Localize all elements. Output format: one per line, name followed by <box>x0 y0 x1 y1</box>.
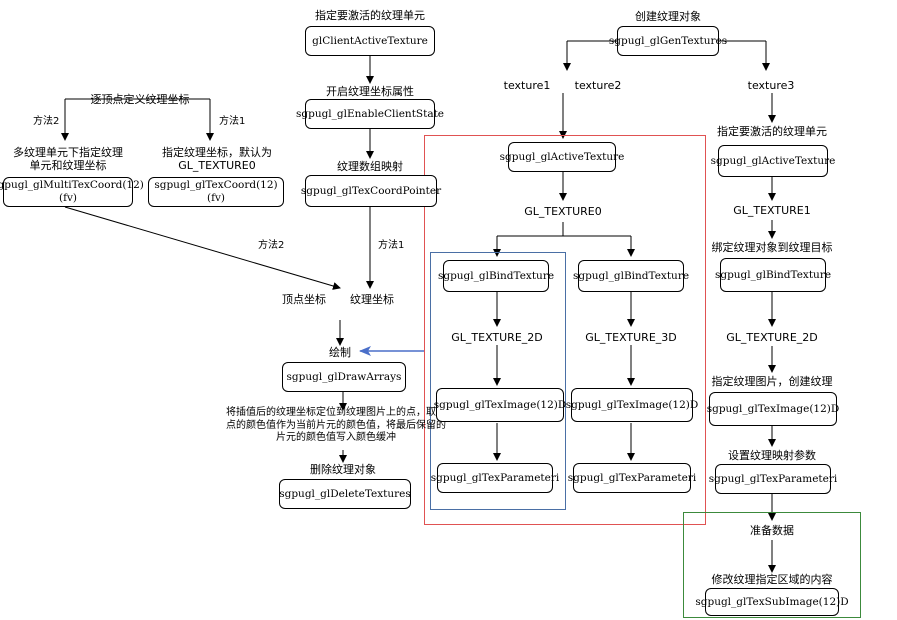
texcoord-box[interactable]: sgpugl_glTexCoord(12)(fv) <box>148 177 284 207</box>
multi-texcoord-box[interactable]: sgpugl_glMultiTexCoord(12)(fv) <box>0 177 144 207</box>
interpolation-note: 将插值后的纹理坐标定位到纹理图片上的点，取该点的颜色值作为当前片元的颜色值，将最… <box>226 407 446 443</box>
method2-arrow-label: 方法2 <box>258 240 285 251</box>
left-method2-label: 方法2 <box>33 116 60 127</box>
tex-parameter-box-a[interactable]: sgpugl_glTexParameteri <box>431 463 559 493</box>
left-title-label: 逐顶点定义纹理坐标 <box>90 93 190 106</box>
texcoord-label: 指定纹理坐标，默认为GL_TEXTURE0 <box>162 146 272 173</box>
gl-texture1-label: GL_TEXTURE1 <box>733 204 811 217</box>
gl-texture-3d-label: GL_TEXTURE_3D <box>585 331 677 344</box>
modify-region-label: 修改纹理指定区域的内容 <box>711 573 833 586</box>
tex-parameter-box-b[interactable]: sgpugl_glTexParameteri <box>568 463 696 493</box>
gl-texture-2d-label: GL_TEXTURE_2D <box>451 331 543 344</box>
tex-image-box-b[interactable]: sgpugl_glTexImage(12)D <box>566 388 698 422</box>
t3-gl-texture-2d-label: GL_TEXTURE_2D <box>726 331 818 344</box>
client-active-label: 指定要激活的纹理单元 <box>315 9 425 22</box>
draw-label: 绘制 <box>329 346 351 359</box>
t3-image-label: 指定纹理图片，创建纹理 <box>711 375 833 388</box>
create-texture-label: 创建纹理对象 <box>635 10 701 23</box>
delete-textures-label: 删除纹理对象 <box>310 463 376 476</box>
texcoord-pointer-box[interactable]: sgpugl_glTexCoordPointer <box>301 175 441 207</box>
draw-arrays-box[interactable]: sgpugl_glDrawArrays <box>282 362 406 392</box>
multi-texcoord-label: 多纹理单元下指定纹理单元和纹理坐标 <box>13 146 123 173</box>
method1-arrow-label: 方法1 <box>378 240 405 251</box>
bind-texture-box-b[interactable]: sgpugl_glBindTexture <box>573 260 689 292</box>
left-method1-label: 方法1 <box>219 116 246 127</box>
t3-bind-label: 绑定纹理对象到纹理目标 <box>711 241 833 254</box>
delete-textures-box[interactable]: sgpugl_glDeleteTextures <box>279 479 411 509</box>
texture1-label: texture1 <box>503 79 551 92</box>
t3-param-label: 设置纹理映射参数 <box>728 449 816 462</box>
tex-array-map-label: 纹理数组映射 <box>337 160 403 173</box>
tex-image-box-a[interactable]: sgpugl_glTexImage(12)D <box>434 388 566 422</box>
enable-client-state-box[interactable]: sgpugl_glEnableClientState <box>296 99 444 129</box>
t3-tex-image-box[interactable]: sgpugl_glTexImage(12)D <box>707 392 839 426</box>
t3-active-label: 指定要激活的纹理单元 <box>717 125 827 138</box>
enable-client-label: 开启纹理坐标属性 <box>326 85 414 98</box>
tex-coord-label: 纹理坐标 <box>350 293 394 306</box>
t3-active-texture-box[interactable]: sgpugl_glActiveTexture <box>711 145 835 177</box>
tex-subimage-box[interactable]: sgpugl_glTexSubImage(12)D <box>695 588 849 616</box>
texture3-label: texture3 <box>747 79 795 92</box>
client-active-texture-box[interactable]: glClientActiveTexture <box>305 26 435 56</box>
bind-texture-box-a[interactable]: sgpugl_glBindTexture <box>438 260 554 292</box>
gen-textures-box[interactable]: sgpugl_glGenTextures <box>609 26 727 56</box>
texture2-label: texture2 <box>574 79 622 92</box>
t3-tex-parameter-box[interactable]: sgpugl_glTexParameteri <box>709 464 837 494</box>
t3-bind-texture-box[interactable]: sgpugl_glBindTexture <box>715 258 831 292</box>
gl-texture0-label: GL_TEXTURE0 <box>524 205 602 218</box>
active-texture-box[interactable]: sgpugl_glActiveTexture <box>500 142 624 172</box>
prepare-data-label: 准备数据 <box>750 524 794 537</box>
vertex-coord-label: 顶点坐标 <box>282 293 326 306</box>
